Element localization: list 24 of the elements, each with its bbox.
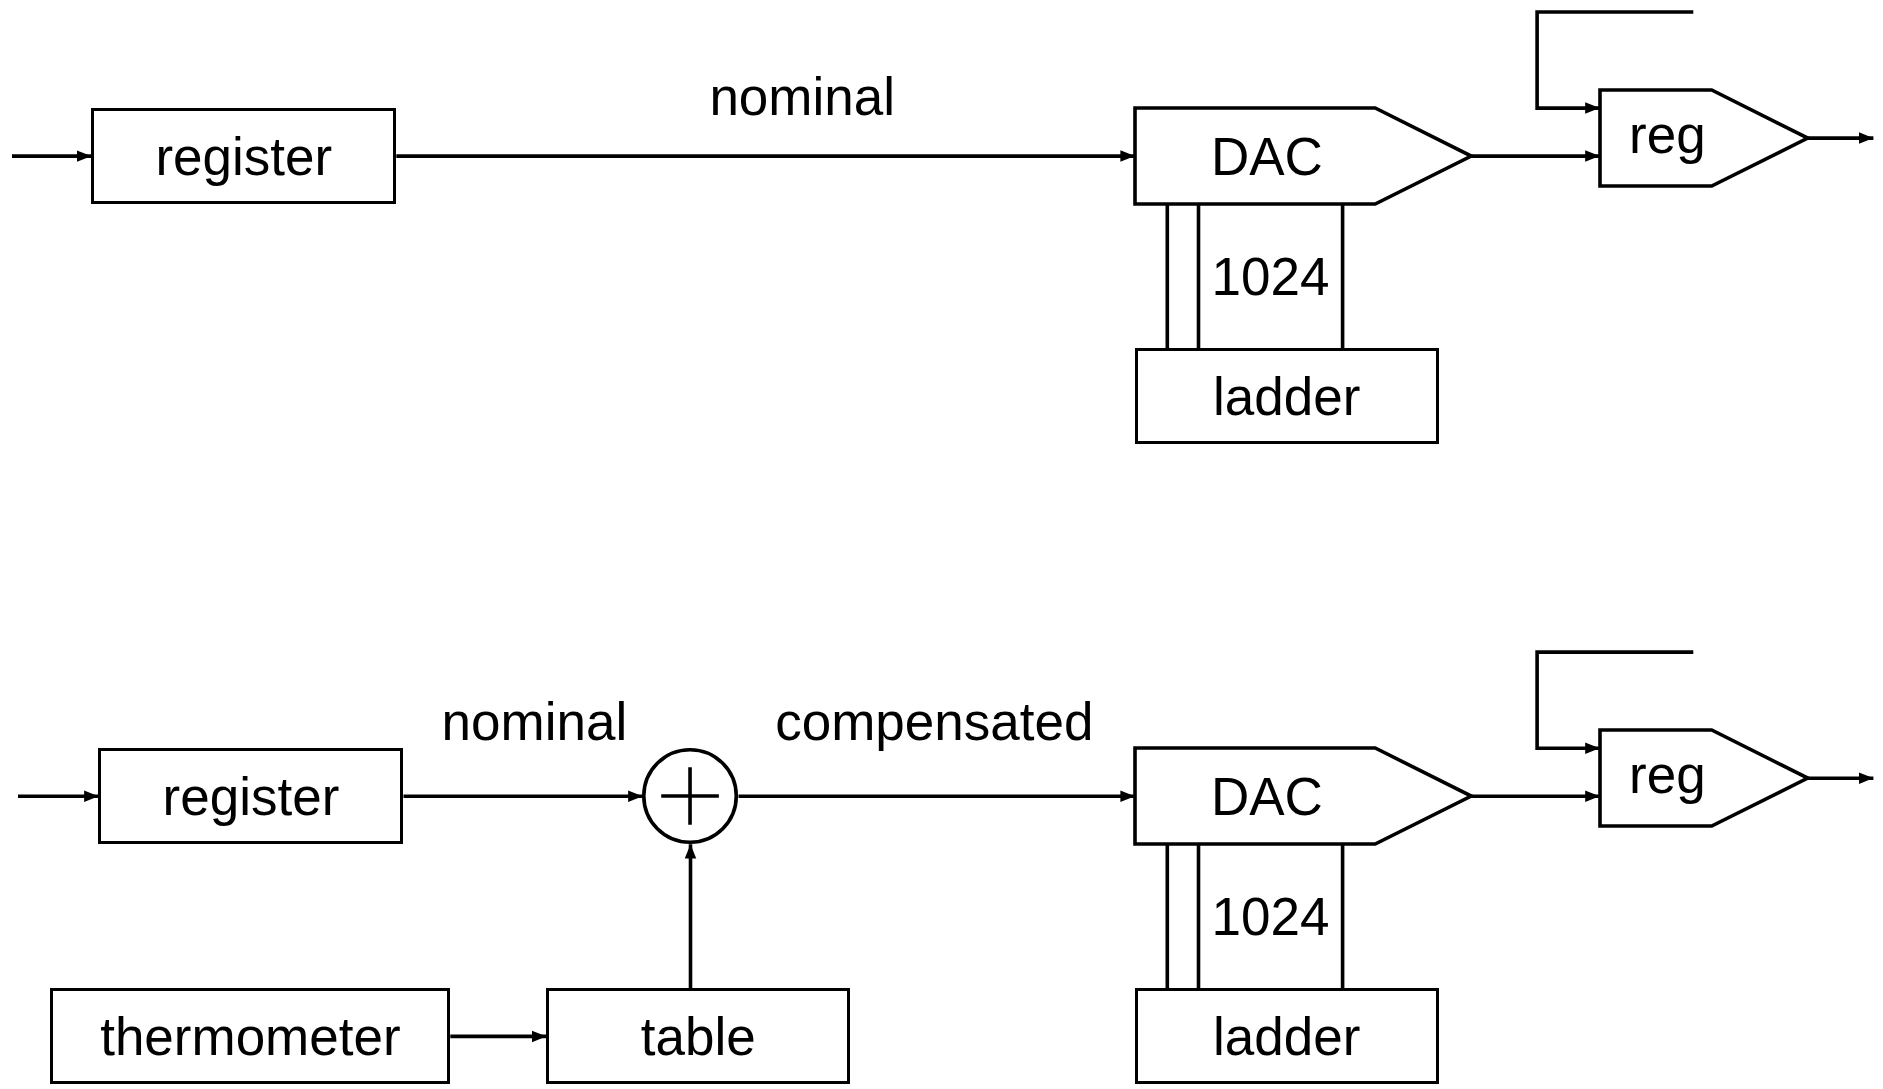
arrow: [1807, 132, 1874, 144]
bus-width-label: 1024: [1211, 249, 1330, 303]
register-box: register: [98, 748, 404, 845]
bus-line: [1165, 204, 1170, 349]
bus-line: [1340, 204, 1345, 349]
arrow: [1535, 650, 1694, 754]
arrow: [12, 150, 92, 162]
ladder-box: ladder: [1134, 988, 1439, 1085]
arrow: [403, 790, 643, 802]
bus-line: [1196, 204, 1201, 349]
arrow: [1807, 772, 1874, 784]
bus-line: [1340, 844, 1345, 989]
bus-width-label: 1024: [1211, 889, 1330, 943]
table-box: table: [546, 988, 851, 1085]
adder-circle: [642, 748, 739, 845]
bus-line: [1165, 844, 1170, 989]
bus-line: [1196, 844, 1201, 989]
arrow: [684, 844, 697, 989]
arrow: [1535, 10, 1694, 114]
register-box: register: [91, 108, 397, 205]
thermometer-box: thermometer: [50, 988, 451, 1085]
arrow: [450, 1030, 547, 1043]
arrow: [18, 790, 99, 802]
ladder-box: ladder: [1134, 348, 1439, 445]
